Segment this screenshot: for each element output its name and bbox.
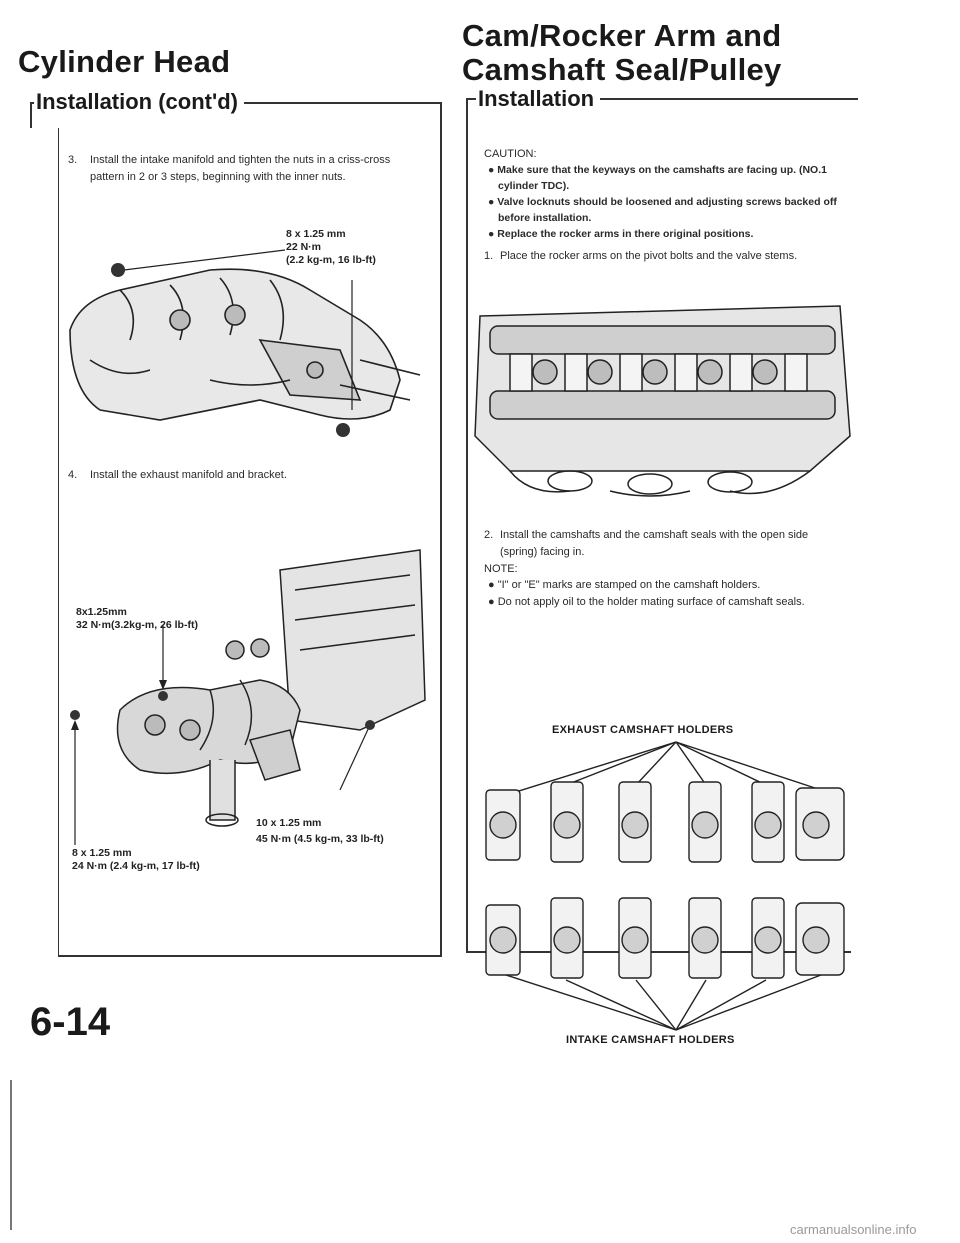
camshaft-holders-figure xyxy=(485,741,845,1031)
step4-text: Install the exhaust manifold and bracket… xyxy=(90,469,287,481)
fig2-spec-b-size: 10 x 1.25 mm xyxy=(256,817,322,829)
left-section-heading: Installation (cont'd) xyxy=(34,89,244,115)
fig2-spec-c-torque: 24 N·m (2.4 kg-m, 17 lb-ft) xyxy=(72,860,200,872)
step1-number: 1. xyxy=(484,250,494,262)
caution-item: ● Replace the rocker arms in there origi… xyxy=(488,228,754,240)
step3-number: 3. xyxy=(68,154,78,166)
right-page-title-line1: Cam/Rocker Arm and xyxy=(462,18,782,53)
caution-label: CAUTION: xyxy=(484,148,537,160)
cylinder-head-top-figure xyxy=(474,305,851,497)
step2-text: Install the camshafts and the camshaft s… xyxy=(500,529,809,558)
fig2-spec-c-size: 8 x 1.25 mm xyxy=(72,847,132,859)
fig2-spec-a-size: 8x1.25mm xyxy=(76,606,127,618)
caution-list: ● Make sure that the keyways on the cams… xyxy=(484,162,854,242)
caution-item: ● Make sure that the keyways on the cams… xyxy=(488,164,827,192)
fig1-spec-torque-alt: (2.2 kg-m, 16 lb-ft) xyxy=(286,254,376,266)
caution-text-2: Valve locknuts should be loosened and ad… xyxy=(497,196,837,224)
caution-text-3: Replace the rocker arms in there origina… xyxy=(497,228,754,240)
note-item: ● "I" or "E" marks are stamped on the ca… xyxy=(488,579,761,591)
fig2-bolt-spec-c: 8 x 1.25 mm 24 N·m (2.4 kg-m, 17 lb-ft) xyxy=(72,847,200,873)
page-number: 6-14 xyxy=(30,1000,111,1044)
right-page-title-line2: Camshaft Seal/Pulley xyxy=(462,52,782,87)
right-section-rule-top xyxy=(466,98,858,100)
note-item: ● Do not apply oil to the holder mating … xyxy=(488,596,805,608)
fig2-bolt-spec-b: 10 x 1.25 mm 45 N·m (4.5 kg-m, 33 lb-ft) xyxy=(256,817,384,846)
note-label: NOTE: xyxy=(484,563,518,575)
fig2-spec-b-torque: 45 N·m (4.5 kg-m, 33 lb-ft) xyxy=(256,833,384,845)
step3-text: Install the intake manifold and tighten … xyxy=(90,154,391,183)
right-section-rule-left xyxy=(466,98,468,953)
left-section-rule-bottom xyxy=(58,955,442,957)
fig1-spec-size: 8 x 1.25 mm xyxy=(286,228,346,240)
fig1-bolt-spec: 8 x 1.25 mm 22 N·m (2.2 kg-m, 16 lb-ft) xyxy=(286,228,376,267)
left-page-title: Cylinder Head xyxy=(18,44,231,79)
fig1-spec-torque: 22 N·m xyxy=(286,241,322,253)
intake-manifold-figure xyxy=(69,249,421,437)
step1-text: Place the rocker arms on the pivot bolts… xyxy=(500,250,798,262)
note-text-1: "I" or "E" marks are stamped on the cams… xyxy=(497,579,761,591)
left-section-rule-right xyxy=(440,102,442,957)
caution-text-1: Make sure that the keyways on the camsha… xyxy=(497,164,827,192)
step2-number: 2. xyxy=(484,529,494,541)
intake-holders-label: INTAKE CAMSHAFT HOLDERS xyxy=(566,1034,735,1046)
binding-rule xyxy=(10,1080,12,1230)
fig2-spec-a-torque: 32 N·m(3.2kg-m, 26 lb-ft) xyxy=(76,619,198,631)
step4-number: 4. xyxy=(68,469,78,481)
right-section-rule-bottom xyxy=(466,951,851,953)
exhaust-manifold-figure xyxy=(70,549,426,845)
exhaust-holders-label: EXHAUST CAMSHAFT HOLDERS xyxy=(552,724,734,736)
right-section-heading: Installation xyxy=(476,86,601,112)
left-section-rule-left xyxy=(30,102,32,128)
site-watermark: carmanualsonline.info xyxy=(790,1222,917,1237)
fig2-bolt-spec-a: 8x1.25mm 32 N·m(3.2kg-m, 26 lb-ft) xyxy=(76,606,198,632)
note-text-2: Do not apply oil to the holder mating su… xyxy=(497,596,805,608)
caution-item: ● Valve locknuts should be loosened and … xyxy=(488,196,837,224)
left-inner-rule xyxy=(58,128,59,957)
note-list: ● "I" or "E" marks are stamped on the ca… xyxy=(484,577,844,611)
